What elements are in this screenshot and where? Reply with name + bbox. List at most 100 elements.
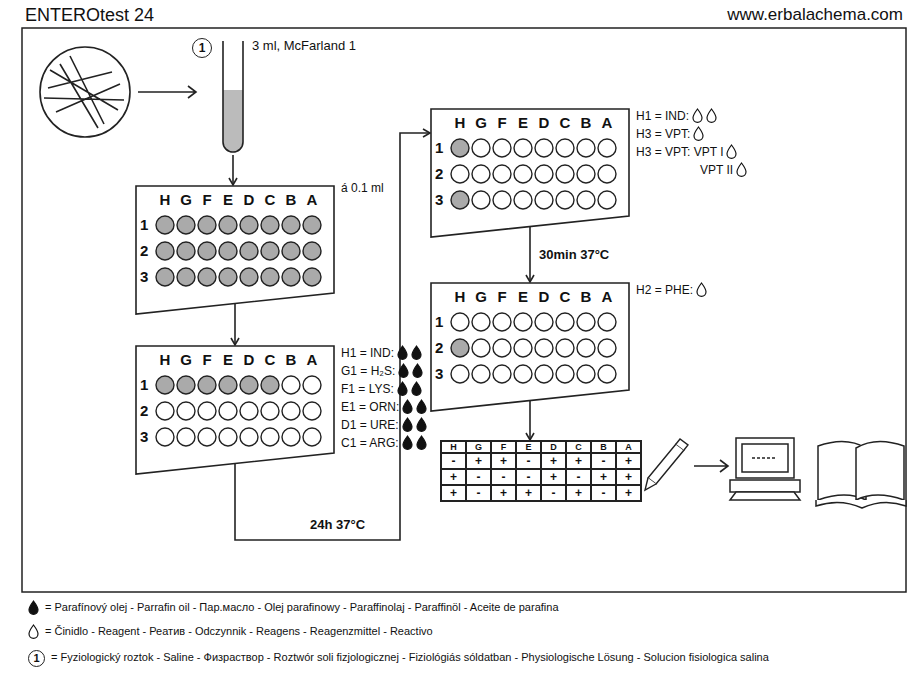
table-cell: - — [541, 485, 566, 501]
result-sign: + — [625, 470, 632, 484]
drop-shape — [399, 364, 408, 377]
row-number: 2 — [140, 402, 148, 419]
result-sign: + — [575, 454, 582, 468]
well — [577, 365, 595, 383]
well — [514, 191, 532, 209]
well — [514, 339, 532, 357]
well — [177, 216, 195, 234]
computer-icon — [730, 438, 800, 500]
paraffin-drop — [416, 399, 427, 414]
reagent-label: H3 = VPT: — [636, 127, 690, 141]
microplate: HGFEDCBA123H1 = IND:G1 = H₂S:F1 = LYS:E1… — [135, 345, 335, 475]
edge-label: 24h 37°C — [307, 517, 368, 532]
legend-symbol — [28, 600, 39, 615]
well — [261, 402, 279, 420]
paraffin-drop — [402, 435, 413, 450]
reagent-line: G1 = H₂S: — [341, 363, 423, 378]
column-letter: G — [474, 114, 488, 131]
well — [198, 268, 216, 286]
column-header: C — [575, 442, 582, 452]
row-number: 3 — [140, 428, 148, 445]
table-cell: + — [566, 453, 591, 469]
well — [535, 165, 553, 183]
well — [156, 242, 174, 260]
column-letter: H — [453, 288, 467, 305]
paraffin-drop — [412, 363, 423, 378]
column-letter: G — [474, 288, 488, 305]
well — [261, 242, 279, 260]
well — [598, 339, 616, 357]
column-header: H — [450, 442, 457, 452]
well — [472, 313, 490, 331]
paraffin-drop — [397, 345, 408, 360]
paraffin-drop — [402, 417, 413, 432]
result-sign: + — [575, 486, 582, 500]
well — [282, 428, 300, 446]
reagent-line: VPT II — [700, 162, 747, 177]
table-cell: C — [566, 441, 591, 453]
connector-arrow — [234, 304, 236, 345]
well — [451, 139, 469, 157]
well — [219, 428, 237, 446]
row-number: 3 — [435, 191, 443, 208]
table-cell: H — [441, 441, 466, 453]
column-header: E — [525, 442, 531, 452]
well — [177, 402, 195, 420]
result-sign: - — [527, 470, 531, 484]
well — [577, 165, 595, 183]
column-letter: E — [516, 288, 530, 305]
well — [493, 191, 511, 209]
callout-number: 1 — [192, 38, 212, 58]
column-letter: E — [221, 351, 235, 368]
drop-shape — [29, 601, 38, 614]
drop-shape — [727, 145, 736, 158]
connector-arrow — [529, 227, 531, 282]
legend-symbol — [28, 624, 39, 639]
table-cell: + — [491, 485, 516, 501]
well — [598, 365, 616, 383]
microplate: HGFEDCBA123á 0.1 ml — [135, 185, 335, 315]
paraffin-drop — [402, 399, 413, 414]
reagent-label: F1 = LYS: — [341, 382, 394, 396]
column-letter: E — [221, 191, 235, 208]
result-sign: + — [550, 454, 557, 468]
drop-shape — [412, 346, 421, 359]
reagent-drop — [696, 282, 707, 297]
result-sign: - — [502, 470, 506, 484]
reagent-line: á 0.1 ml — [341, 181, 384, 195]
drop-shape — [29, 625, 38, 638]
column-header: G — [475, 442, 482, 452]
title: ENTEROtest 24 — [25, 5, 154, 26]
column-letter: D — [242, 191, 256, 208]
well — [156, 216, 174, 234]
well — [451, 339, 469, 357]
paraffin-drop — [411, 345, 422, 360]
reagent-label: H3 = VPT: VPT I — [636, 145, 723, 159]
column-letter: C — [558, 288, 572, 305]
column-letter: D — [537, 114, 551, 131]
well — [177, 376, 195, 394]
result-sign: + — [550, 470, 557, 484]
column-letter: C — [558, 114, 572, 131]
reagent-line: C1 = ARG: — [341, 435, 427, 450]
result-sign: + — [600, 470, 607, 484]
table-cell: - — [591, 485, 616, 501]
table-cell: + — [616, 469, 641, 485]
column-letter: E — [516, 114, 530, 131]
table-cell: - — [466, 485, 491, 501]
well — [219, 268, 237, 286]
drop-shape — [398, 346, 407, 359]
table-cell: F — [491, 441, 516, 453]
drop-shape — [697, 283, 706, 296]
well — [451, 165, 469, 183]
table-cell: - — [516, 469, 541, 485]
column-letter: C — [263, 351, 277, 368]
well — [198, 242, 216, 260]
well — [598, 191, 616, 209]
column-letter: B — [579, 114, 593, 131]
table-cell: - — [441, 453, 466, 469]
drop-shape — [403, 418, 412, 431]
table-cell: - — [466, 469, 491, 485]
well — [451, 191, 469, 209]
well — [556, 191, 574, 209]
